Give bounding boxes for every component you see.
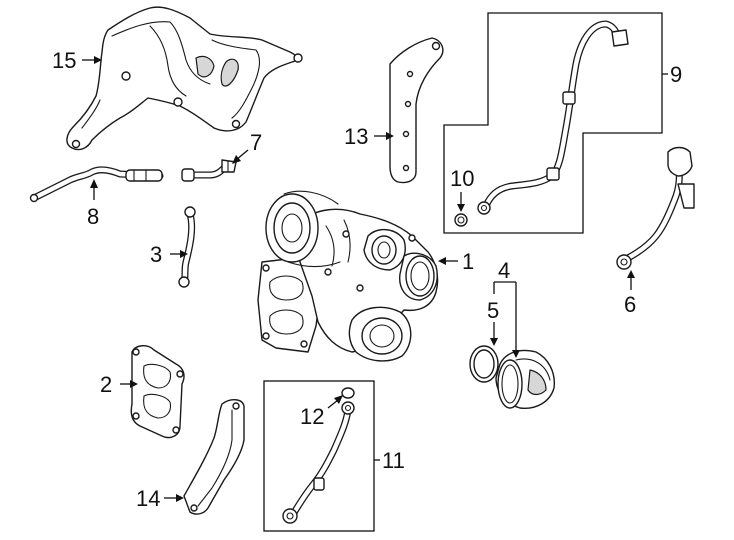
oil-feed-line-part-9[interactable] — [477, 20, 629, 215]
callout-12: 12 — [300, 404, 324, 429]
callout-15: 15 — [52, 48, 76, 73]
seal-ring-part-12[interactable] — [341, 387, 355, 399]
outlet-adapter-part-4[interactable] — [495, 349, 555, 409]
callout-1: 1 — [462, 249, 474, 274]
callout-9: 9 — [670, 62, 682, 87]
gasket-part-14[interactable] — [183, 399, 245, 515]
callout-11: 11 — [382, 448, 405, 473]
callout-10: 10 — [450, 166, 474, 191]
callout-4: 4 — [498, 258, 510, 283]
callout-5: 5 — [487, 298, 499, 323]
callout-14: 14 — [136, 486, 160, 511]
leader-lines — [82, 56, 668, 502]
seal-ring-part-10[interactable] — [454, 213, 468, 227]
drain-line-part-6[interactable] — [616, 146, 695, 270]
heat-shield-part-15[interactable] — [66, 6, 303, 151]
coolant-return-line-part-11[interactable] — [282, 401, 355, 524]
coolant-line-part-8[interactable] — [29, 166, 164, 203]
callout-numbers: 15 7 8 3 13 9 10 1 6 4 5 2 12 11 14 — [52, 48, 682, 511]
part-11-group-box — [263, 380, 375, 532]
callout-7: 7 — [250, 130, 262, 155]
gasket-part-13[interactable] — [389, 37, 444, 184]
callout-6: 6 — [624, 292, 636, 317]
turbocharger-part-1[interactable] — [257, 190, 439, 362]
callout-8: 8 — [87, 204, 99, 229]
o-ring-part-5[interactable] — [469, 345, 499, 383]
part-9-group-box — [443, 12, 663, 234]
oil-line-part-3[interactable] — [178, 206, 196, 288]
hose-part-7[interactable] — [181, 159, 237, 182]
manifold-gasket-part-2[interactable] — [130, 345, 185, 439]
callout-13: 13 — [344, 124, 368, 149]
callout-2: 2 — [100, 372, 112, 397]
callout-3: 3 — [150, 242, 162, 267]
